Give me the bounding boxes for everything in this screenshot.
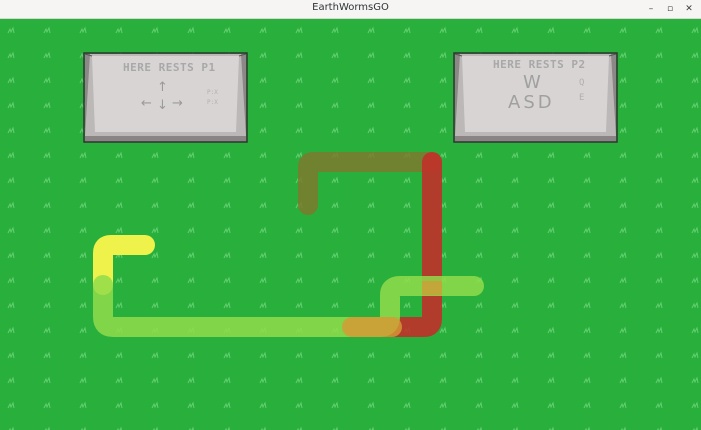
window-title: EarthWormsGO [312, 2, 389, 13]
keys-asd-label: ASD [508, 92, 555, 113]
worms-layer [93, 152, 484, 337]
arrow-down-icon: ↓ [157, 98, 168, 113]
tombstone-p1-shape [83, 52, 248, 143]
arrow-right-icon: → [172, 96, 183, 111]
key-w-label: W [523, 72, 544, 93]
tombstone-p1-hint-top: P:X [207, 89, 218, 96]
key-q-label: Q [579, 78, 585, 88]
key-e-label: E [579, 93, 585, 103]
tombstone-p1-hint-bottom: P:X [207, 99, 218, 106]
yellow-worm [93, 235, 155, 295]
close-button[interactable]: ✕ [685, 4, 693, 14]
maximize-button[interactable]: ▫ [666, 4, 674, 14]
tombstone-p1: HERE RESTS P1 ↑ ← ↓ → P:X P:X [83, 52, 248, 144]
game-board[interactable]: HERE RESTS P1 ↑ ← ↓ → P:X P:X HERE RESTS… [0, 19, 701, 430]
tombstone-p2-title: HERE RESTS P2 [493, 58, 586, 71]
minimize-button[interactable]: – [648, 4, 654, 14]
red-worm [345, 152, 442, 337]
tombstone-p1-title: HERE RESTS P1 [123, 61, 216, 74]
window-titlebar: EarthWormsGO – ▫ ✕ [0, 0, 701, 19]
tombstone-p2: HERE RESTS P2 W ASD Q E [453, 52, 618, 144]
arrow-up-icon: ↑ [157, 80, 168, 95]
olive-worm [298, 152, 442, 215]
tombstone-p2-shape [453, 52, 618, 143]
arrow-left-icon: ← [141, 96, 152, 111]
